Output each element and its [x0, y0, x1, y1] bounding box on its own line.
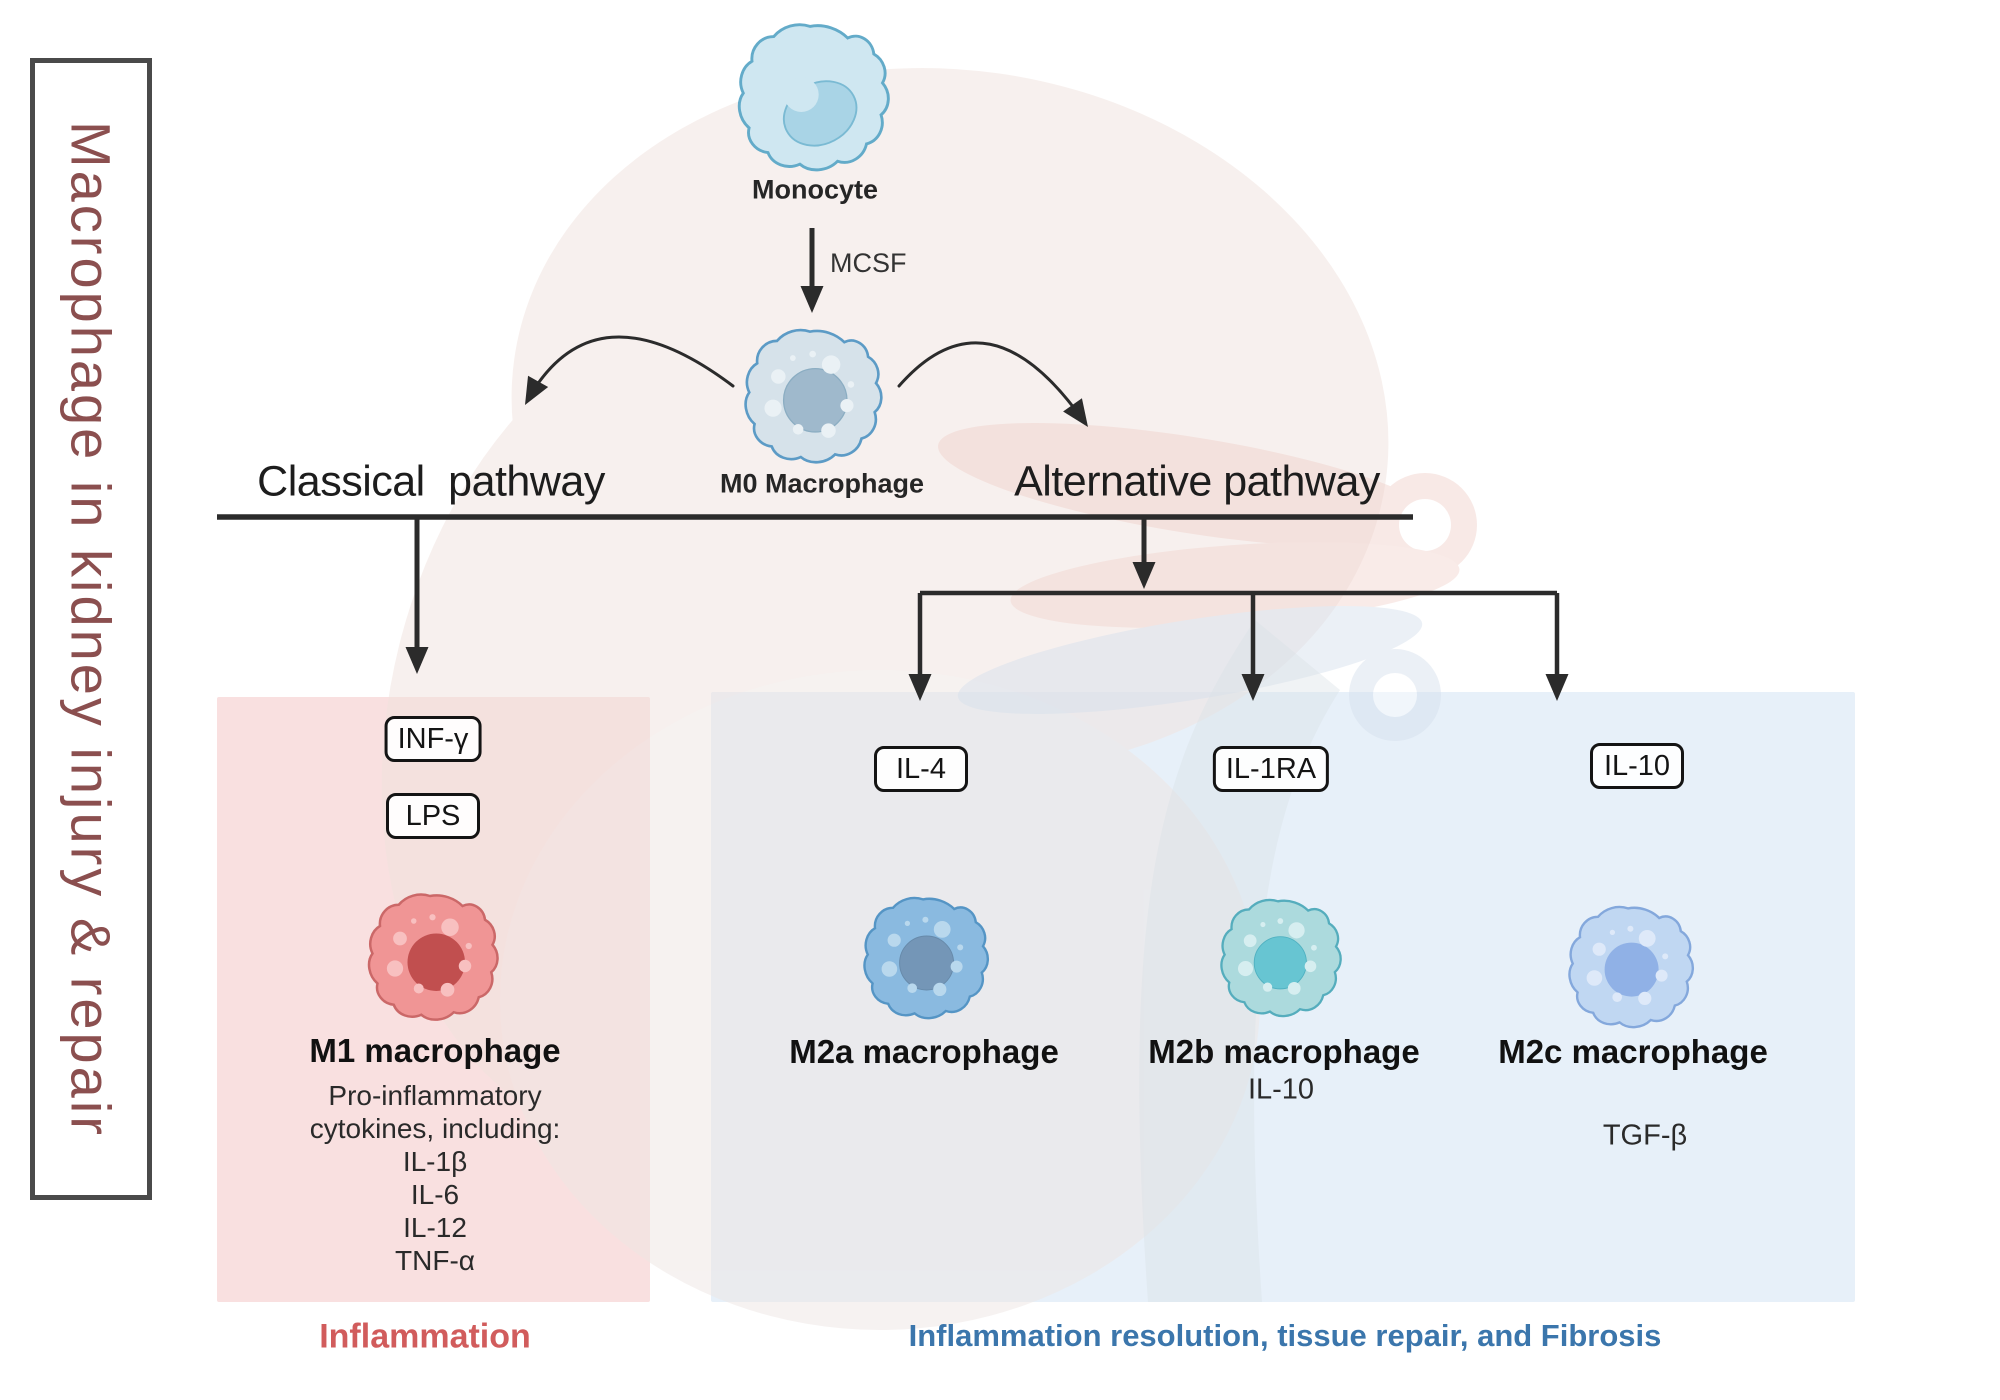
alternative-pathway-label: Alternative pathway	[1014, 457, 1380, 506]
resolution-outcome-label: Inflammation resolution, tissue repair, …	[908, 1318, 1662, 1353]
figure-title: Macrophage in kidney injury & repair	[59, 120, 123, 1138]
m0-macrophage-cell	[744, 328, 883, 464]
renal-vessels	[938, 423, 1477, 741]
monocyte-cell	[737, 23, 890, 172]
m1-cytokine-list: Pro-inflammatory cytokines, including: I…	[310, 1079, 561, 1277]
m1-cytokine-line: Pro-inflammatory	[328, 1080, 542, 1111]
infg-chip: INF-γ	[384, 716, 482, 762]
il4-chip: IL-4	[874, 746, 968, 792]
m2b-secretion-label: IL-10	[1247, 1073, 1315, 1106]
m0-macrophage-label: M0 Macrophage	[719, 468, 925, 499]
connector-lines	[217, 228, 1560, 677]
m1-cytokine-line: cytokines, including:	[309, 1113, 561, 1144]
il10-chip: IL-10	[1590, 743, 1684, 789]
m2c-secretion-label: TGF-β	[1602, 1119, 1688, 1152]
m1-macrophage-label: M1 macrophage	[309, 1032, 561, 1069]
m1-cytokine-line: IL-1β	[402, 1146, 468, 1177]
m1-cytokine-line: IL-12	[403, 1212, 467, 1243]
classical-pathway-label: Classical pathway	[257, 457, 605, 506]
classical-curve-arrow	[525, 335, 735, 403]
figure-title-box: Macrophage in kidney injury & repair	[30, 58, 152, 1200]
inflammation-outcome-label: Inflammation	[319, 1317, 531, 1356]
m2a-macrophage-label: M2a macrophage	[789, 1033, 1059, 1070]
il1ra-chip: IL-1RA	[1212, 746, 1330, 792]
m1-cytokine-line: IL-6	[410, 1179, 460, 1210]
m2c-macrophage-label: M2c macrophage	[1498, 1033, 1768, 1070]
mcsf-label: MCSF	[830, 248, 907, 278]
lps-chip: LPS	[386, 793, 480, 839]
m2b-macrophage-label: M2b macrophage	[1148, 1033, 1420, 1070]
monocyte-label: Monocyte	[751, 174, 879, 205]
m1-cytokine-line: TNF-α	[395, 1245, 475, 1276]
alternative-curve-arrow	[897, 341, 1087, 425]
